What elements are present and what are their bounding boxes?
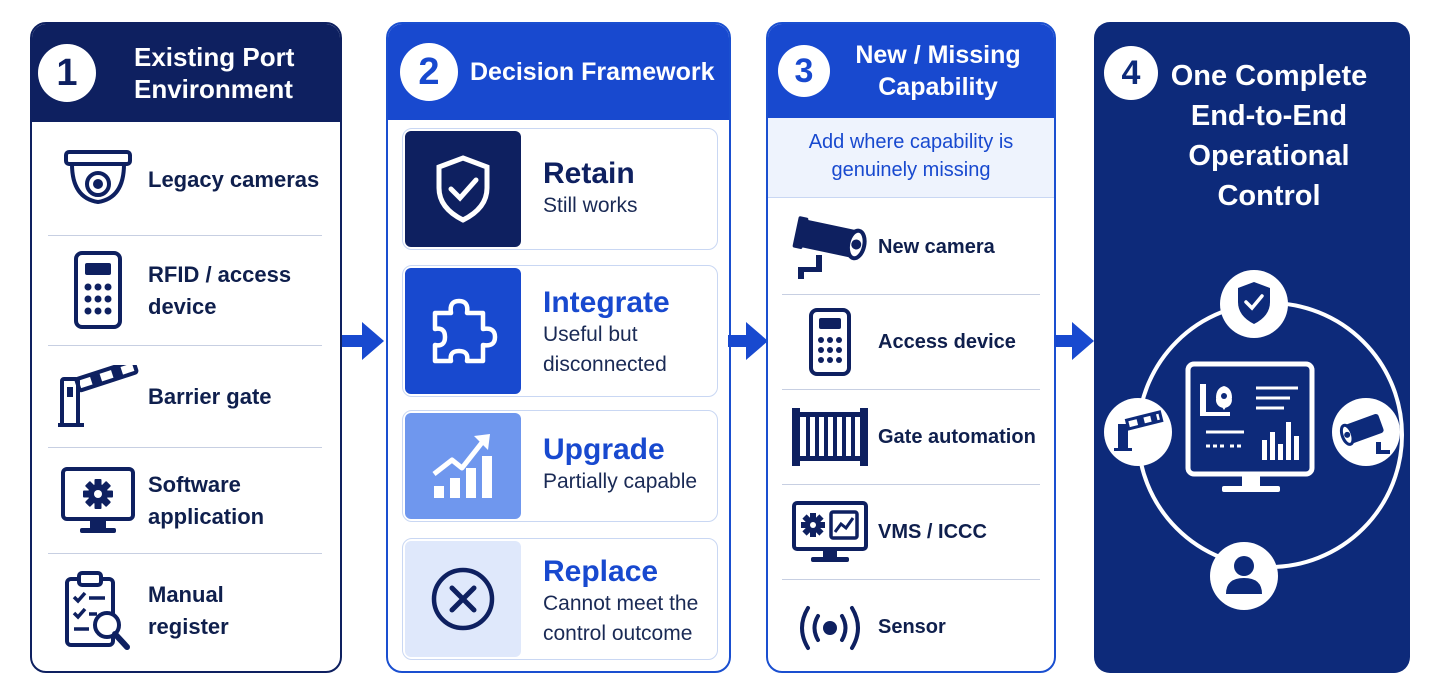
panel-header: 2 Decision Framework: [388, 24, 729, 120]
panel-title: Decision Framework: [470, 58, 715, 86]
list-item: Access device: [782, 295, 1040, 390]
card-upgrade: Upgrade Partially capable: [402, 410, 718, 522]
growth-chart-icon: [405, 413, 521, 519]
list-item: Sensor: [782, 580, 1040, 671]
shield-check-icon: [1220, 270, 1288, 338]
item-label: Software application: [148, 471, 265, 529]
item-label: Manual register: [148, 582, 229, 639]
card-title: Upgrade: [543, 433, 665, 466]
card-retain: Retain Still works: [402, 128, 718, 250]
panel-header: 3 New / Missing Capability: [768, 24, 1054, 118]
item-label: New camera: [878, 235, 995, 258]
shield-check-icon: [405, 131, 521, 247]
arrow-right-icon: [728, 322, 768, 360]
integration-hub-diagram: [1104, 270, 1404, 610]
dashboard-monitor-icon: [1185, 361, 1315, 492]
arrow-right-icon: [1054, 322, 1094, 360]
bullet-camera-icon: [1332, 398, 1400, 466]
sensor-icon: [782, 604, 878, 652]
item-label: VMS / ICCC: [878, 520, 987, 543]
panel-subtitle: Add where capability is genuinely missin…: [768, 118, 1054, 198]
step-number: 3: [778, 45, 830, 97]
card-title: Integrate: [543, 286, 670, 319]
panel-existing-environment: 1 Existing Port Environment Legacy camer…: [30, 22, 342, 673]
card-title: Replace: [543, 555, 659, 588]
card-subtitle: Useful but disconnected: [543, 323, 667, 376]
access-device-icon: [782, 308, 878, 376]
vms-monitor-icon: [782, 500, 878, 564]
x-circle-icon: [405, 541, 521, 657]
item-label: Access device: [878, 330, 1016, 353]
card-subtitle: Still works: [543, 194, 638, 217]
sliding-gate-icon: [782, 406, 878, 468]
step-number: 1: [38, 44, 96, 102]
missing-items-list: New camera Access device: [782, 200, 1040, 671]
arrow-right-icon: [342, 322, 384, 360]
barrier-gate-icon: [1104, 398, 1172, 466]
item-label: Barrier gate: [148, 383, 272, 409]
card-title: Retain: [543, 157, 635, 190]
item-label: Legacy cameras: [148, 166, 320, 192]
list-item: Barrier gate: [48, 346, 322, 448]
bullet-camera-icon: [782, 215, 878, 279]
list-item: VMS / ICCC: [782, 485, 1040, 580]
card-integrate: Integrate Useful but disconnected: [402, 265, 718, 397]
step-number: 4: [1104, 46, 1158, 100]
panel-title: New / Missing Capability: [855, 41, 1021, 101]
panel-title: One Complete End-to-End Operational Cont…: [1170, 60, 1368, 212]
list-item: Manual register: [48, 554, 322, 668]
puzzle-icon: [405, 268, 521, 394]
panel-decision-framework: 2 Decision Framework Retain Still works …: [386, 22, 731, 673]
item-label: Gate automation: [878, 425, 1036, 448]
list-item: Software application: [48, 448, 322, 554]
existing-items-list: Legacy cameras RFID / access device: [48, 124, 322, 668]
item-label: Sensor: [878, 616, 946, 638]
step-number: 2: [400, 43, 458, 101]
card-subtitle: Partially capable: [543, 470, 698, 493]
card-subtitle: Cannot meet the control outcome: [543, 592, 699, 645]
panel-missing-capability: 3 New / Missing Capability Add where cap…: [766, 22, 1056, 673]
rfid-reader-icon: [48, 250, 148, 331]
list-item: RFID / access device: [48, 236, 322, 346]
clipboard-search-icon: [48, 571, 148, 651]
list-item: New camera: [782, 200, 1040, 295]
list-item: Gate automation: [782, 390, 1040, 485]
panel-header: 1 Existing Port Environment: [32, 24, 340, 122]
barrier-gate-icon: [48, 364, 148, 429]
panel-operational-control: 4 One Complete End-to-End Operational Co…: [1094, 22, 1410, 673]
panel-title: Existing Port Environment: [134, 42, 295, 104]
card-replace: Replace Cannot meet the control outcome: [402, 538, 718, 660]
user-icon: [1210, 542, 1278, 610]
list-item: Legacy cameras: [48, 124, 322, 236]
dome-camera-icon: [48, 148, 148, 212]
item-label: RFID / access device: [148, 261, 292, 319]
monitor-gear-icon: [48, 466, 148, 536]
